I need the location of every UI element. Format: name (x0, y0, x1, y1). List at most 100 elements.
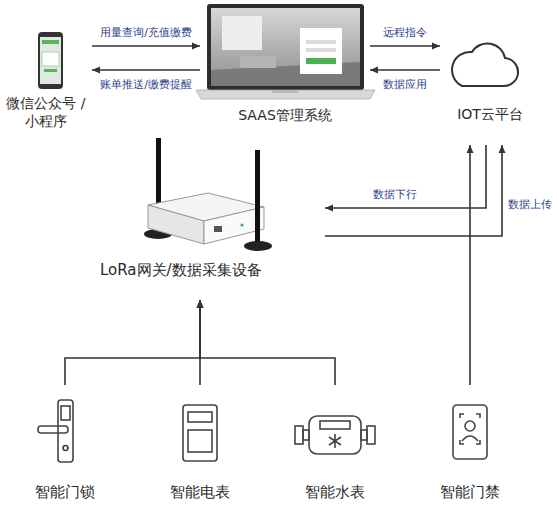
login-field (306, 40, 336, 44)
device-node: 智能门禁 (430, 385, 510, 505)
flow-arrow (197, 300, 336, 385)
antenna-rod (255, 150, 260, 242)
arrow-head (197, 300, 204, 308)
antenna-base (244, 241, 272, 251)
node-label: IOT云平台 (440, 105, 540, 123)
arrow-head (467, 145, 474, 153)
pipe-end (361, 430, 367, 440)
node-label: 智能门禁 (430, 483, 510, 501)
device-node: 智能电表 (160, 385, 240, 505)
flow-arrow (325, 145, 486, 212)
phone-button (44, 69, 57, 72)
room-window (222, 16, 262, 50)
edge-label: 数据下行 (373, 188, 417, 201)
saas-node: SAAS管理系统 (200, 0, 370, 125)
flow-arrow (370, 43, 440, 50)
flow-arrow (92, 67, 200, 74)
meter-display (320, 421, 350, 429)
gateway-icon (144, 138, 272, 251)
node-label: 智能水表 (295, 483, 375, 501)
connector-line (199, 300, 201, 385)
face-head (465, 421, 475, 431)
edge-label: 账单推送/缴费提醒 (100, 78, 192, 91)
access-body (453, 405, 487, 459)
gateway-node: LoRa网关/数据采集设备 (95, 130, 325, 300)
flow-arrow (325, 145, 506, 236)
door-access-icon (453, 405, 487, 459)
edge-label: 远程指令 (383, 26, 427, 39)
node-label: LoRa网关/数据采集设备 (95, 261, 325, 279)
connector-line (92, 45, 200, 47)
electric-meter-icon (183, 405, 217, 461)
connector-line (325, 145, 502, 236)
device-node: 智能门锁 (25, 385, 105, 505)
arrow-head (432, 43, 440, 50)
laptop-screen (211, 8, 360, 86)
connector-line (200, 300, 335, 385)
phone-screen (40, 37, 61, 84)
connector-line (325, 145, 486, 208)
login-button (306, 58, 336, 64)
gateway-front (148, 205, 204, 244)
node-label: 智能电表 (160, 483, 240, 501)
device-node: 智能水表 (295, 385, 375, 505)
meter-body (183, 405, 217, 461)
node-label: 微信公众号 /小程序 (0, 94, 92, 130)
arrow-head (197, 300, 204, 308)
laptop-base (196, 90, 375, 99)
pipe-flange (295, 426, 303, 444)
meter-body (309, 416, 361, 454)
connector-line (469, 145, 471, 385)
lock-handle (38, 426, 68, 433)
gateway-port (214, 226, 222, 232)
flow-arrow (467, 145, 474, 385)
lock-plate (58, 400, 73, 462)
laptop-icon (196, 4, 375, 99)
node-label: SAAS管理系统 (200, 106, 370, 124)
edge-label: 数据应用 (383, 78, 427, 91)
lock-keyhole (63, 446, 68, 451)
arrow-head (92, 67, 100, 74)
meter-dial (329, 434, 341, 448)
meter-display (188, 412, 212, 422)
flow-arrow (197, 300, 204, 385)
arrow-head (197, 300, 204, 308)
flow-arrow (370, 67, 440, 74)
meter-panel (188, 430, 212, 452)
arrow-head (370, 67, 378, 74)
arrow-head (192, 43, 200, 50)
lock-keypad (61, 406, 70, 420)
connector-line (65, 300, 200, 385)
scan-frame (460, 414, 480, 444)
phone-node: 微信公众号 /小程序 (0, 22, 92, 137)
gateway-led (240, 223, 243, 226)
arrow-head (499, 145, 506, 153)
cloud-node: IOT云平台 (440, 30, 540, 145)
room-sofa (240, 56, 276, 68)
login-card (300, 28, 342, 74)
connector-line (370, 69, 440, 71)
water-meter-icon (295, 416, 375, 454)
phone-card (42, 52, 59, 66)
door-lock-icon (38, 400, 73, 462)
phone-bar (42, 40, 59, 44)
cloud-icon (452, 43, 518, 86)
flow-arrow (92, 43, 200, 50)
connector-line (370, 45, 440, 47)
face-shoulders (462, 436, 478, 441)
phone-body (38, 32, 63, 89)
arrow-head (325, 205, 333, 212)
pipe-flange (367, 426, 375, 444)
login-field (306, 48, 336, 52)
edge-label: 用量查询/充值缴费 (100, 26, 192, 39)
edge-label: 数据上传 (508, 198, 552, 211)
laptop-notch (272, 90, 298, 93)
node-label: 智能门锁 (25, 483, 105, 501)
pipe-end (303, 430, 309, 440)
phone-icon (38, 32, 63, 89)
laptop-frame (207, 4, 364, 90)
connector-line (92, 69, 200, 71)
flow-arrow (65, 300, 204, 385)
